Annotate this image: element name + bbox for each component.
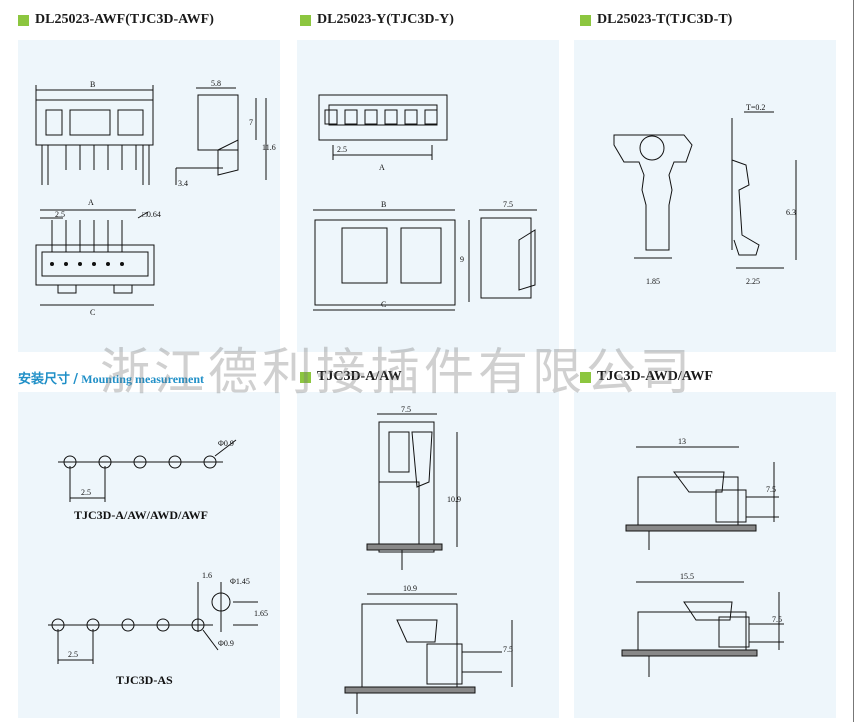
awf-drawing: B 5.8 7 11.6 3.4 A 2.5 □0.64 C	[35, 79, 276, 317]
dim-label: 15.5	[680, 572, 694, 581]
y-drawing: 2.5 A B 7.5 9 C	[313, 94, 537, 311]
mounting-title: 安装尺寸 / Mounting measurement	[18, 368, 204, 387]
section-title: DL25023-Y(TJC3D-Y)	[317, 12, 454, 27]
dim-label: A	[379, 163, 385, 172]
dim-label: 2.5	[81, 488, 91, 497]
dim-label: 2.5	[337, 145, 347, 154]
panel-y: 2.5 A B 7.5 9 C	[297, 40, 559, 352]
dim-label: 1.85	[646, 277, 660, 286]
awd-drawing: 13 7.5 15.5 7.5	[621, 437, 784, 677]
aw-drawing: 7.5 10.9 10.9 7.5	[344, 405, 513, 714]
dim-label: 7.5	[772, 615, 782, 624]
green-square-icon	[300, 14, 311, 26]
section-title: DL25023-AWF(TJC3D-AWF)	[35, 12, 214, 27]
dim-label: T=0.2	[746, 103, 765, 112]
dim-label: 10.9	[403, 584, 417, 593]
header-awf: DL25023-AWF(TJC3D-AWF)	[18, 12, 214, 28]
green-square-icon	[580, 14, 591, 26]
caption-mount-1: TJC3D-A/AW/AWD/AWF	[74, 508, 209, 522]
dim-label: 7.5	[503, 200, 513, 209]
green-square-icon	[18, 14, 29, 26]
mounting-drawing: Φ0.9 2.5 1.6 Φ1.45 1.65 Φ0.9 2.5	[48, 439, 268, 664]
dim-label: C	[381, 300, 386, 309]
dim-label: Φ0.9	[218, 639, 234, 648]
green-square-icon	[580, 371, 591, 383]
dim-label: 3.4	[178, 179, 188, 188]
panel-awf: B 5.8 7 11.6 3.4 A 2.5 □0.64 C	[18, 40, 280, 352]
dim-label: C	[90, 308, 95, 317]
caption-mount-2: TJC3D-AS	[116, 673, 173, 687]
header-awd: TJC3D-AWD/AWF	[580, 369, 713, 385]
dim-label: 7.5	[401, 405, 411, 414]
dim-label: 11.6	[262, 143, 276, 152]
dim-label: 5.8	[211, 79, 221, 88]
panel-t: T=0.2 6.3 1.85 2.25	[574, 40, 836, 352]
dim-label: 2.5	[68, 650, 78, 659]
dim-label: 10.9	[447, 495, 461, 504]
dim-label: 7.5	[766, 485, 776, 494]
panel-mounting: Φ0.9 2.5 1.6 Φ1.45 1.65 Φ0.9 2.5	[18, 392, 280, 718]
dim-label: □0.64	[142, 210, 161, 219]
section-title: DL25023-T(TJC3D-T)	[597, 12, 733, 27]
dim-label: 2.5	[55, 210, 65, 219]
green-square-icon	[300, 371, 311, 383]
header-aw: TJC3D-A/AW	[300, 369, 402, 385]
dim-label: 13	[678, 437, 686, 446]
dim-label: 7	[249, 118, 253, 127]
dim-label: 6.3	[786, 208, 796, 217]
dim-label: Φ0.9	[218, 439, 234, 448]
panel-aw: 7.5 10.9 10.9 7.5	[297, 392, 559, 718]
dim-label: B	[90, 80, 95, 89]
mounting-cn: 安装尺寸	[18, 372, 71, 387]
mounting-en: Mounting measurement	[81, 372, 205, 386]
header-t: DL25023-T(TJC3D-T)	[580, 12, 732, 28]
header-y: DL25023-Y(TJC3D-Y)	[300, 12, 454, 28]
dim-label: 1.65	[254, 609, 268, 618]
section-title: TJC3D-A/AW	[317, 369, 402, 384]
dim-label: 9	[460, 255, 464, 264]
page-border	[853, 0, 854, 722]
dim-label: 7.5	[503, 645, 513, 654]
section-title: TJC3D-AWD/AWF	[597, 369, 713, 384]
panel-awd: 13 7.5 15.5 7.5	[574, 392, 836, 718]
t-drawing: T=0.2 6.3 1.85 2.25	[613, 103, 797, 286]
dim-label: 1.6	[202, 571, 212, 580]
dim-label: A	[88, 198, 94, 207]
mounting-sep: /	[73, 372, 79, 387]
dim-label: B	[381, 200, 386, 209]
dim-label: Φ1.45	[230, 577, 250, 586]
dim-label: 2.25	[746, 277, 760, 286]
